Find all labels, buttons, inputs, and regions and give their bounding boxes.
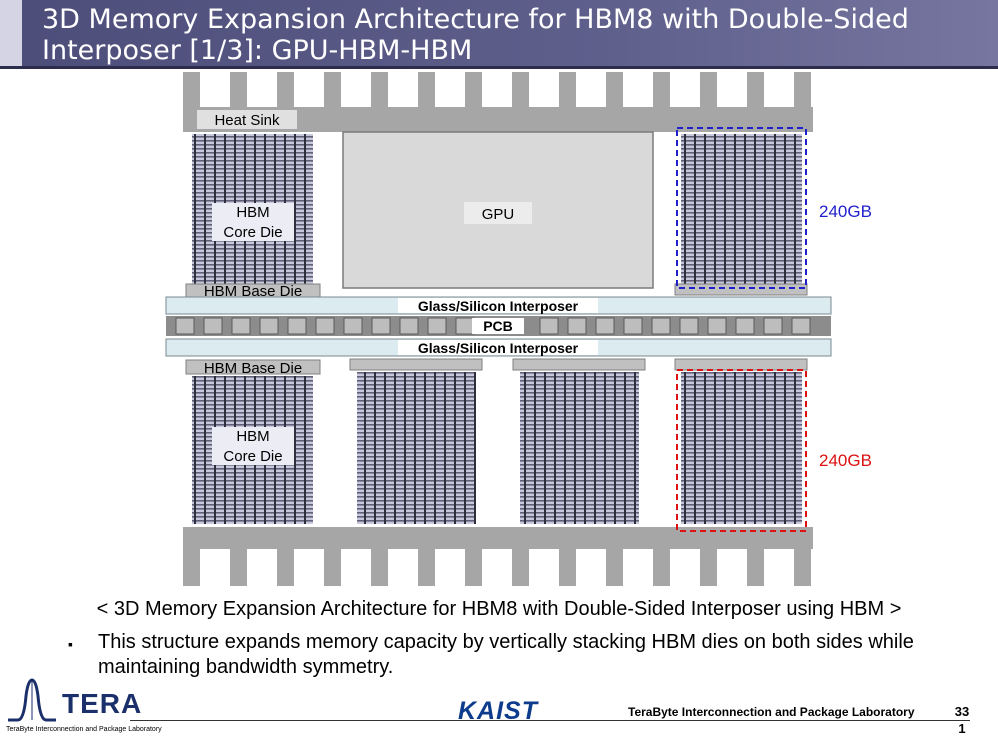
pcb-via [651,317,671,335]
heat-sink-fin [324,72,341,108]
tera-logo-icon [4,676,60,724]
heat-sink-fin [700,72,717,108]
heat-sink-fin [230,548,247,586]
heat-sink-fin [747,72,764,108]
pcb-via [259,317,279,335]
pcb-via [539,317,559,335]
heat-sink-bottom-fins [183,548,811,586]
kaist-logo: KAIST [458,697,538,725]
pcb-label-box [472,318,524,334]
heat-sink-top-fins [183,72,811,108]
hbm-core-die-top-label-line1: HBM [236,204,269,221]
pcb-via [371,317,391,335]
pcb-via [343,317,363,335]
bullet-text: This structure expands memory capacity b… [98,631,914,678]
pcb-via [455,317,475,335]
interposer-top-label: Glass/Silicon Interposer [418,298,579,314]
hbm-base-die-top-label: HBM Base Die [204,283,302,300]
heat-sink-fin [512,548,529,586]
heat-sink-fin [371,548,388,586]
heat-sink-fin [277,548,294,586]
hbm-stack-bottom-3 [520,372,639,524]
footer-lab-name: TeraByte Interconnection and Package Lab… [628,705,915,719]
heat-sink-fin [700,548,717,586]
capacity-highlight-bottom [676,369,807,532]
heat-sink-fin [747,548,764,586]
heat-sink-label: Heat Sink [214,112,280,129]
page-number: 33 1 [954,704,970,736]
figure-caption: < 3D Memory Expansion Architecture for H… [96,598,902,620]
pcb-via [763,317,783,335]
hbm-base-die-bottom-2 [349,358,483,371]
heat-sink-fin [277,72,294,108]
heat-sink-fin [418,72,435,108]
pcb-via [231,317,251,335]
heat-sink-fin [653,72,670,108]
pcb-vias [175,317,811,335]
bullet-marker: ▪ [68,636,73,652]
gpu-label: GPU [482,206,515,223]
heat-sink-fin [324,548,341,586]
pcb-via [791,317,811,335]
hbm-core-die-bottom-label-line1: HBM [236,428,269,445]
pcb-via [315,317,335,335]
heat-sink-fin [559,72,576,108]
hbm-base-die-bottom-4 [674,358,808,371]
heat-sink-fin [606,72,623,108]
capacity-top-label: 240GB [819,202,872,221]
title-accent [0,0,22,66]
heat-sink-fin [371,72,388,108]
heat-sink-fin [465,548,482,586]
heat-sink-fin [653,548,670,586]
heat-sink-label-box [197,110,297,129]
slide-title: 3D Memory Expansion Architecture for HBM… [42,4,909,66]
footer-rule [130,720,970,721]
pcb-via [735,317,755,335]
title-bar: 3D Memory Expansion Architecture for HBM… [0,0,998,66]
heat-sink-fin [512,72,529,108]
hbm-core-die-bottom-label-box [212,427,294,465]
hbm-base-die-bottom-3 [512,358,646,371]
title-rule [0,66,998,69]
heat-sink-fin [559,548,576,586]
pcb-via [175,317,195,335]
heat-sink-fin [418,548,435,586]
heat-sink-fin [794,548,811,586]
heat-sink-fin [183,72,200,108]
hbm-stack-bottom-2 [357,372,476,524]
architecture-diagram: Heat Sink GPU HBM Base Die HBM Base Die … [165,72,872,586]
interposer-top-label-box [398,298,598,313]
heat-sink-fin [230,72,247,108]
pcb-via [399,317,419,335]
hbm-base-die-top-right [674,283,808,296]
interposer-bottom-label-box [398,340,598,355]
pcb-via [567,317,587,335]
pcb-via [623,317,643,335]
heat-sink-fin [465,72,482,108]
capacity-highlight-top [676,127,807,289]
interposer-bottom-label: Glass/Silicon Interposer [418,340,579,356]
heat-sink-fin [183,548,200,586]
pcb-label: PCB [483,318,513,334]
hbm-stack-bottom-4 [681,372,802,524]
pcb-via [203,317,223,335]
hbm-base-die-bottom [185,359,321,375]
pcb-via [595,317,615,335]
pcb-via [707,317,727,335]
hbm-core-die-bottom-label-line2: Core Die [223,448,282,465]
capacity-bottom-label: 240GB [819,451,872,470]
hbm-core-die-top-label-line2: Core Die [223,224,282,241]
hbm-stack-top-right [681,134,802,284]
pcb-via [287,317,307,335]
hbm-core-die-top-label-box [212,203,294,241]
heat-sink-bottom [183,527,813,586]
heat-sink-fin [606,548,623,586]
pcb-via [679,317,699,335]
gpu-label-box [464,202,532,224]
tera-logo-subtitle: TeraByte Interconnection and Package Lab… [6,726,162,733]
hbm-base-die-bottom-label: HBM Base Die [204,360,302,377]
heat-sink-fin [794,72,811,108]
pcb-via [427,317,447,335]
tera-logo-text: TERA [62,688,143,719]
